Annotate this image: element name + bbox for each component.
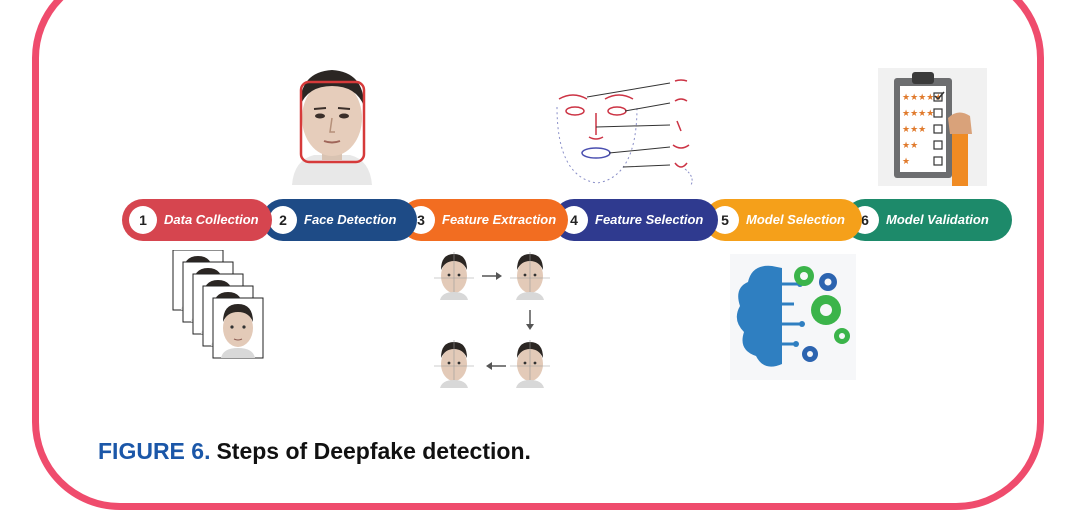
step-model-selection: 5 Model Selection [704, 199, 862, 241]
step-model-validation: 6 Model Validation [844, 199, 1012, 241]
rating-checklist-icon: ★★★★★ ★★★★ ★★★ ★★ ★ [878, 68, 987, 186]
step-face-detection: 2 Face Detection [262, 199, 417, 241]
svg-text:★★★★: ★★★★ [902, 109, 934, 119]
step-feature-extraction: 3 Feature Extraction [400, 199, 568, 241]
pipeline-bar: 1 Data Collection 2 Face Detection 3 Fea… [122, 199, 1012, 241]
face-stack-icon [172, 250, 264, 359]
brain-gears-icon [730, 254, 856, 380]
feature-extraction-flow [433, 251, 551, 389]
step-label: Model Validation [886, 212, 989, 227]
figure-caption: FIGURE 6.Steps of Deepfake detection. [98, 438, 531, 465]
step-number: 2 [269, 206, 297, 234]
caption-text: Steps of Deepfake detection. [216, 438, 531, 464]
svg-text:★: ★ [902, 157, 910, 167]
svg-text:★★: ★★ [902, 141, 918, 151]
step-label: Face Detection [304, 212, 397, 227]
svg-text:★★★★★: ★★★★★ [902, 93, 942, 103]
step-label: Feature Extraction [442, 212, 557, 227]
figure-label: FIGURE 6. [98, 438, 211, 464]
face-detection-portrait [292, 70, 372, 185]
face-bounding-box [299, 80, 366, 164]
step-label: Model Selection [746, 212, 845, 227]
svg-text:★★★: ★★★ [902, 125, 926, 135]
step-label: Feature Selection [595, 212, 704, 227]
step-feature-selection: 4 Feature Selection [553, 199, 718, 241]
facial-landmarks-icon [556, 79, 693, 186]
figure-frame [32, 0, 1044, 510]
step-number: 1 [129, 206, 157, 234]
step-label: Data Collection [164, 212, 259, 227]
step-data-collection: 1 Data Collection [122, 199, 272, 241]
